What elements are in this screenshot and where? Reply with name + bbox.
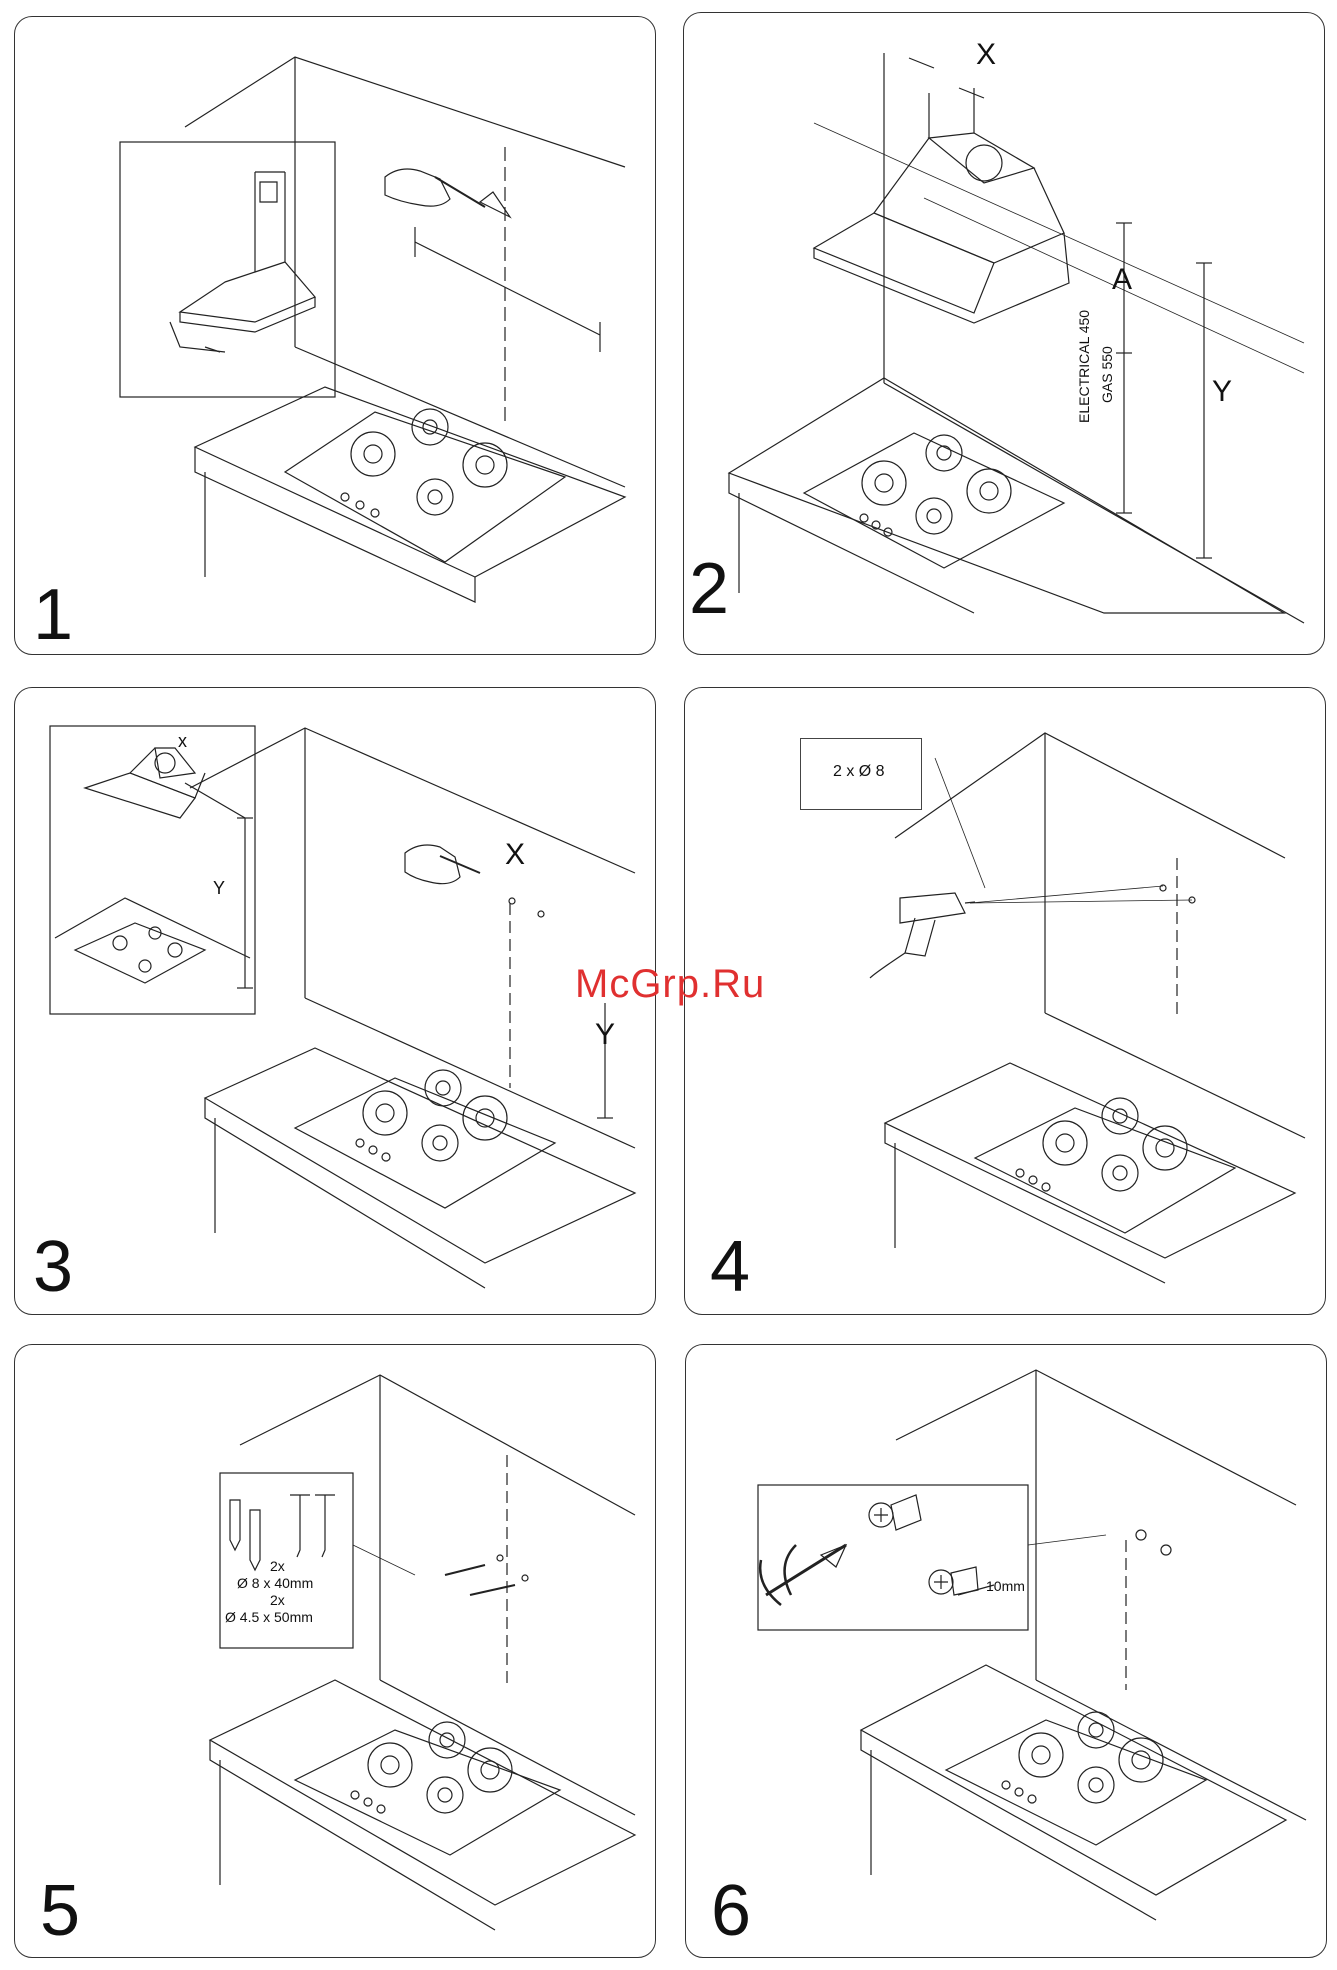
step-1-illustration xyxy=(15,17,655,654)
step-5-illustration xyxy=(15,1345,655,1957)
step-number: 2 xyxy=(689,553,729,625)
plug-spec-label: Ø 8 x 40mm xyxy=(237,1575,313,1591)
step-number: 6 xyxy=(711,1875,751,1947)
step-number: 1 xyxy=(33,579,73,651)
step-1-panel: 1 xyxy=(14,16,656,655)
gas-height-label: GAS 550 xyxy=(1099,346,1115,403)
small-x-label: x xyxy=(178,731,187,752)
screwdriver-icon xyxy=(760,1545,846,1605)
wall-plug-icon xyxy=(230,1500,260,1570)
screw-icon xyxy=(1136,1530,1171,1555)
screw-spec-label: Ø 4.5 x 50mm xyxy=(225,1609,313,1625)
hob-icon xyxy=(975,1098,1235,1233)
dimension-y-label: Y xyxy=(595,1018,615,1052)
step-number: 3 xyxy=(33,1231,73,1303)
electrical-height-label: ELECTRICAL 450 xyxy=(1076,310,1092,423)
step-2-panel: X A Y ELECTRICAL 450 GAS 550 2 xyxy=(683,12,1325,655)
step-3-illustration xyxy=(15,688,655,1314)
step-6-illustration xyxy=(686,1345,1326,1957)
step-2-illustration xyxy=(684,13,1324,654)
step-3-panel: x Y X Y 3 xyxy=(14,687,656,1315)
cooker-hood-icon xyxy=(814,133,1069,323)
hand-pencil-icon xyxy=(405,845,480,884)
screw-quantity-label: 2x xyxy=(270,1592,285,1608)
screw-icon xyxy=(290,1495,335,1557)
dimension-y-label: Y xyxy=(1212,375,1232,409)
hand-pencil-icon xyxy=(385,169,510,217)
step-number: 5 xyxy=(40,1875,80,1947)
small-y-label: Y xyxy=(213,878,225,899)
hob-icon xyxy=(804,433,1064,568)
drill-icon xyxy=(870,893,975,978)
gap-label: 10mm xyxy=(986,1578,1025,1594)
step-number: 4 xyxy=(710,1231,750,1303)
cooker-hood-icon xyxy=(85,748,205,818)
plug-quantity-label: 2x xyxy=(270,1558,285,1574)
dimension-x-label: X xyxy=(976,38,996,72)
step-5-panel: 2x Ø 8 x 40mm 2x Ø 4.5 x 50mm 5 xyxy=(14,1344,656,1958)
dimension-a-label: A xyxy=(1112,263,1132,297)
screw-icon xyxy=(445,1555,528,1595)
step-4-panel: 2 x Ø 8 4 xyxy=(684,687,1326,1315)
dimension-x-label: X xyxy=(505,838,525,872)
step-4-illustration xyxy=(685,688,1325,1314)
screw-icon xyxy=(869,1495,978,1595)
watermark: McGrp.Ru xyxy=(575,962,765,1007)
step-6-panel: 10mm 6 xyxy=(685,1344,1327,1958)
hob-icon xyxy=(285,409,565,562)
hob-icon xyxy=(946,1712,1206,1845)
drill-size-label: 2 x Ø 8 xyxy=(833,763,885,781)
